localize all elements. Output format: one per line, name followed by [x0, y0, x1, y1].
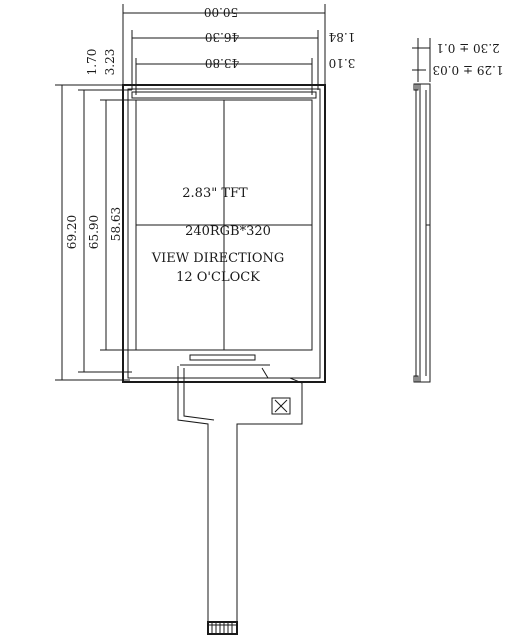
- module-outline: [122, 84, 326, 383]
- dim-top-width: 50.00: [204, 5, 238, 19]
- dim-right-offset-2: 3.10: [329, 56, 356, 70]
- dim-height-active: 58.63: [109, 207, 123, 241]
- panel-view-direction: VIEW DIRECTIONG: [151, 251, 285, 266]
- dim-left-offset-2: 3.23: [103, 49, 117, 76]
- dim-height-outer: 69.20: [65, 215, 79, 249]
- panel-labels: 2.83" TFT 240RGB*320 VIEW DIRECTIONG 12 …: [151, 186, 285, 285]
- panel-resolution: 240RGB*320: [185, 224, 271, 239]
- left-dimensions: 69.20 65.90 58.63 1.70 3.23: [55, 49, 136, 381]
- dim-mid-width: 46.30: [205, 30, 239, 44]
- dim-side-thickness-1: 2.30 ± 0.1: [436, 41, 500, 55]
- dim-height-mid: 65.90: [87, 215, 101, 249]
- panel-title: 2.83" TFT: [182, 186, 248, 201]
- top-dimensions: 50.00 46.30 1.84 43.80 3.10: [122, 4, 356, 95]
- fpc-cable: [177, 366, 303, 635]
- dim-left-offset-1: 1.70: [85, 49, 99, 76]
- panel-clock: 12 O'CLOCK: [176, 270, 260, 285]
- side-view: 2.30 ± 0.1 1.29 ± 0.03: [412, 38, 504, 383]
- dim-side-thickness-2: 1.29 ± 0.03: [432, 63, 503, 77]
- dim-inner-width: 43.80: [205, 56, 239, 70]
- dim-right-offset-1: 1.84: [328, 30, 355, 44]
